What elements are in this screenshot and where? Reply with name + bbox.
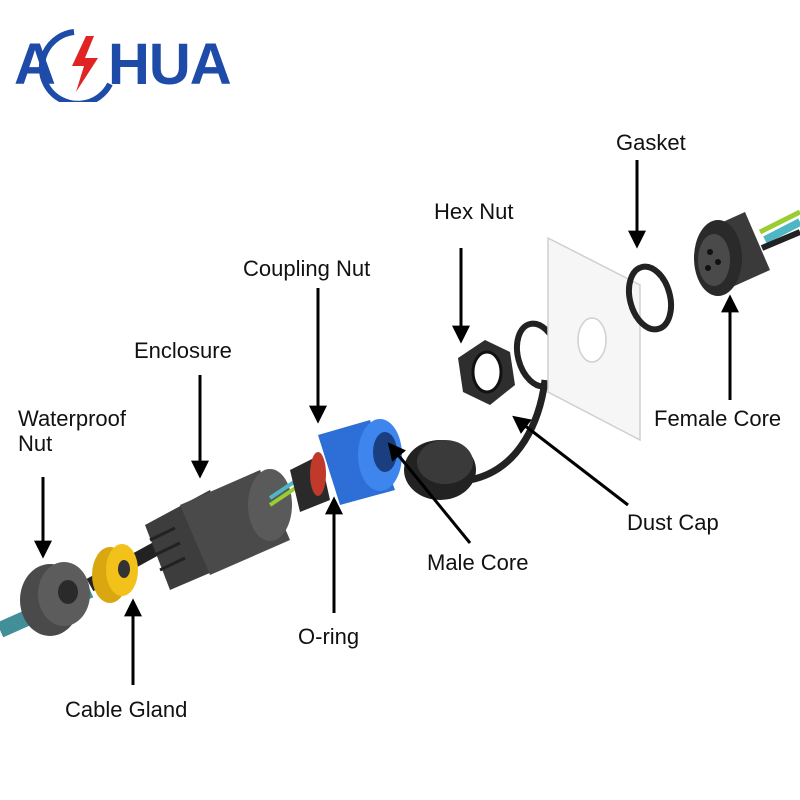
label-coupling-nut: Coupling Nut [243,256,371,281]
arrow-male-core [387,442,472,544]
enclosure [145,469,292,590]
label-hex-nut: Hex Nut [434,199,514,224]
right-cable-black [760,229,800,251]
label-enclosure: Enclosure [134,338,232,363]
logo-swoosh [38,29,113,102]
leader-arrows [34,160,739,685]
label-waterproof-nut-line1: Waterproof [18,406,127,431]
label-gasket: Gasket [616,130,686,155]
label-cable-gland: Cable Gland [65,697,188,722]
label-dust-cap: Dust Cap [627,510,719,535]
right-cable-green [758,209,800,235]
gasket-part [625,263,675,333]
cable-gland [92,544,138,603]
arrow-dust-cap [512,415,629,507]
label-o-ring: O-ring [298,624,360,649]
label-male-core: Male Core [427,550,529,575]
logo-letter-a: A [14,32,55,97]
aohua-logo: A HUA [14,29,232,102]
logo-bolt-icon [72,36,98,92]
o-ring-part [310,452,326,496]
label-waterproof-nut-line2: Nut [18,431,53,456]
coupling-nut-part [318,419,402,505]
label-female-core: Female Core [654,406,782,431]
female-core-part [694,212,770,296]
dust-cap-part [404,379,549,500]
hex-nut-part [458,340,515,405]
logo-letters-hua: HUA [108,32,231,97]
waterproof-nut [20,562,90,636]
right-cable-blue [763,218,800,244]
male-core [290,452,330,512]
